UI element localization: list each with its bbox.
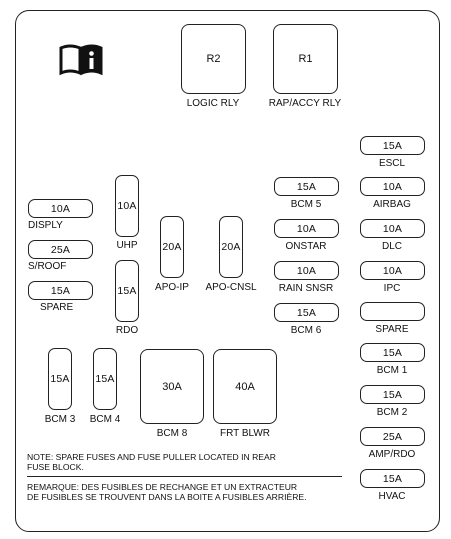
fuse-escl-rating: 15A — [382, 139, 403, 152]
remarque-line1: REMARQUE: DES FUSIBLES DE RECHANGE ET UN… — [27, 482, 298, 492]
fuse-bcm2: 15A — [360, 385, 425, 404]
fuse-apo-ip: 20A — [160, 216, 184, 278]
fuse-rain-snsr: 10A — [274, 261, 339, 280]
fuse-bcm3-label: BCM 3 — [44, 414, 76, 425]
fuse-amp-rdo-label: AMP/RDO — [368, 449, 416, 460]
fuse-bcm6: 15A — [274, 303, 339, 322]
relay-r1: R1 — [273, 24, 338, 94]
fuse-sroof-label: S/ROOF — [28, 261, 67, 272]
fuse-disply-rating: 10A — [50, 202, 71, 215]
fuse-onstar-label: ONSTAR — [285, 241, 327, 252]
fuse-bcm2-label: BCM 2 — [376, 407, 408, 418]
fuse-uhp-rating: 10A — [117, 200, 137, 212]
relay-r2-label: LOGIC RLY — [186, 98, 240, 109]
fuse-bcm1-rating: 15A — [382, 346, 403, 359]
fuse-spare-right-label: SPARE — [375, 324, 409, 335]
fuse-bcm8: 30A — [140, 349, 204, 424]
relay-r1-label: RAP/ACCY RLY — [268, 98, 342, 109]
fuse-hvac-label: HVAC — [378, 491, 406, 502]
fuse-rain-snsr-label: RAIN SNSR — [278, 283, 334, 294]
fuse-apo-cnsl: 20A — [219, 216, 243, 278]
fuse-airbag: 10A — [360, 177, 425, 196]
fuse-uhp: 10A — [115, 175, 139, 237]
fuse-disply: 10A — [28, 199, 93, 218]
fuse-bcm6-label: BCM 6 — [290, 325, 322, 336]
relay-r2-rating: R2 — [206, 53, 221, 65]
fuse-disply-label: DISPLY — [28, 220, 63, 231]
fuse-bcm8-rating: 30A — [162, 380, 182, 393]
fuse-spare-left-label: SPARE — [40, 302, 74, 313]
remarque-line2: DE FUSIBLES SE TROUVENT DANS LA BOITE A … — [27, 492, 307, 502]
fuse-amp-rdo-rating: 25A — [382, 430, 403, 443]
fuse-escl: 15A — [360, 136, 425, 155]
fuse-airbag-rating: 10A — [382, 180, 403, 193]
fuse-bcm4-label: BCM 4 — [89, 414, 121, 425]
fuse-ipc-label: IPC — [383, 283, 401, 294]
fuse-bcm4: 15A — [93, 348, 117, 410]
fuse-bcm3-rating: 15A — [50, 373, 70, 385]
fuse-onstar-rating: 10A — [296, 222, 317, 235]
fuse-apo-cnsl-rating: 20A — [221, 241, 241, 253]
fuse-apo-ip-rating: 20A — [162, 241, 182, 253]
fuse-uhp-label: UHP — [116, 240, 138, 251]
fuse-sroof-rating: 25A — [50, 243, 71, 256]
relay-r1-rating: R1 — [298, 53, 313, 65]
fuse-bcm5-label: BCM 5 — [290, 199, 322, 210]
fuse-bcm3: 15A — [48, 348, 72, 410]
fuse-frt-blwr-rating: 40A — [235, 380, 255, 393]
fuse-bcm5: 15A — [274, 177, 339, 196]
fuse-frt-blwr-label: FRT BLWR — [219, 428, 271, 439]
fuse-bcm8-label: BCM 8 — [156, 428, 188, 439]
fuse-apo-cnsl-label: APO-CNSL — [205, 282, 257, 293]
fuse-rdo-rating: 15A — [117, 285, 137, 297]
fuse-dlc-rating: 10A — [382, 222, 403, 235]
fuse-block-panel — [15, 10, 440, 532]
note-divider — [27, 476, 342, 477]
fuse-spare-left-rating: 15A — [50, 284, 71, 297]
fuse-spare-left: 15A — [28, 281, 93, 300]
fuse-sroof: 25A — [28, 240, 93, 259]
fuse-rain-snsr-rating: 10A — [296, 264, 317, 277]
fuse-dlc-label: DLC — [381, 241, 403, 252]
fuse-rdo-label: RDO — [115, 325, 139, 336]
note-line1: NOTE: SPARE FUSES AND FUSE PULLER LOCATE… — [27, 452, 276, 462]
fuse-amp-rdo: 25A — [360, 427, 425, 446]
fuse-bcm4-rating: 15A — [95, 373, 115, 385]
fuse-hvac-rating: 15A — [382, 472, 403, 485]
fuse-bcm6-rating: 15A — [296, 306, 317, 319]
fuse-rdo: 15A — [115, 260, 139, 322]
note-line2: FUSE BLOCK. — [27, 462, 84, 472]
fuse-bcm1-label: BCM 1 — [376, 365, 408, 376]
fuse-apo-ip-label: APO-IP — [155, 282, 189, 293]
fuse-bcm2-rating: 15A — [382, 388, 403, 401]
fuse-ipc-rating: 10A — [382, 264, 403, 277]
owner-manual-info-icon — [59, 44, 103, 76]
fuse-dlc: 10A — [360, 219, 425, 238]
relay-r2: R2 — [181, 24, 246, 94]
fuse-ipc: 10A — [360, 261, 425, 280]
fuse-hvac: 15A — [360, 469, 425, 488]
fuse-spare-right — [360, 302, 425, 321]
fuse-bcm5-rating: 15A — [296, 180, 317, 193]
fuse-escl-label: ESCL — [378, 158, 406, 169]
fuse-bcm1: 15A — [360, 343, 425, 362]
fuse-onstar: 10A — [274, 219, 339, 238]
fuse-frt-blwr: 40A — [213, 349, 277, 424]
fuse-airbag-label: AIRBAG — [373, 199, 411, 210]
